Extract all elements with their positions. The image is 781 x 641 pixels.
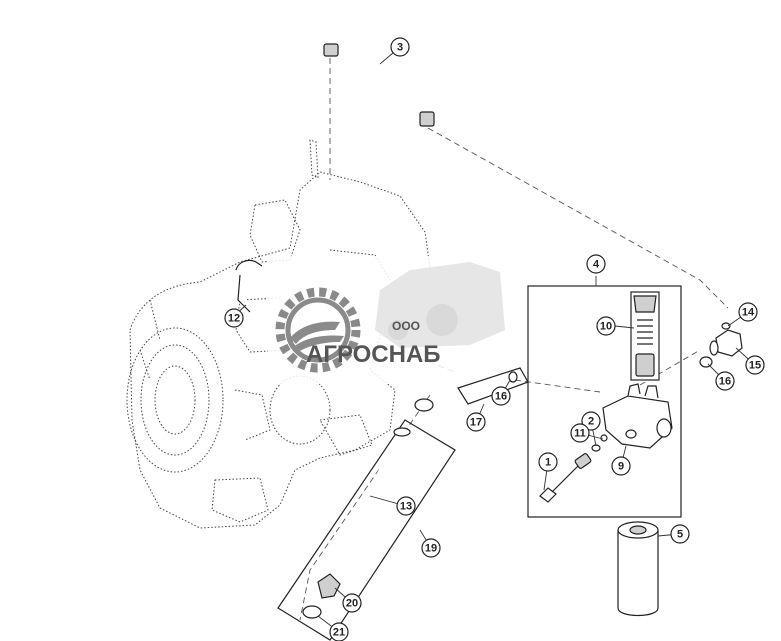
- filter-cartridge-part-5: [617, 521, 659, 617]
- watermark-small-text: ООО: [392, 319, 420, 333]
- callout-label: 20: [346, 598, 358, 610]
- callout-19: 19: [421, 538, 441, 558]
- dipstick-tube-box-19: [277, 398, 456, 641]
- filter-head-assembly-box: [527, 276, 682, 518]
- callout-3: 3: [390, 37, 410, 57]
- callout-label: 10: [600, 321, 612, 333]
- callout-label: 16: [719, 376, 731, 388]
- callout-label: 19: [425, 543, 437, 555]
- callout-label: 12: [228, 313, 240, 325]
- callout-circle: [745, 355, 765, 375]
- callout-label: 2: [588, 416, 594, 428]
- callout-circle: [538, 452, 558, 472]
- callout-16: 16: [491, 386, 511, 406]
- callout-21: 21: [329, 622, 349, 641]
- callout-circle: [224, 308, 244, 328]
- callout-label: 1: [545, 457, 551, 469]
- callout-circle: [611, 456, 631, 476]
- callout-circle: [586, 254, 606, 274]
- callout-label: 16: [495, 391, 507, 403]
- callout-14: 14: [738, 302, 758, 322]
- callout-11: 11: [570, 423, 590, 443]
- callout-circle: [570, 423, 590, 443]
- callout-10: 10: [596, 316, 616, 336]
- agrosnab-watermark: ООО АГРОСНАБ: [268, 256, 508, 384]
- callout-label: 11: [574, 428, 586, 440]
- callout-circle: [329, 622, 349, 641]
- callout-circle: [466, 412, 486, 432]
- hose-part-3: [323, 43, 435, 127]
- callout-circle: [491, 386, 511, 406]
- callout-17: 17: [466, 412, 486, 432]
- callout-5: 5: [670, 524, 690, 544]
- callout-label: 13: [400, 501, 412, 513]
- callout-circle: [421, 538, 441, 558]
- callout-label: 14: [742, 307, 755, 319]
- seal-kit-box-17: [457, 367, 529, 405]
- callout-label: 15: [749, 360, 761, 372]
- callout-label: 4: [593, 259, 600, 271]
- callout-circle: [715, 371, 735, 391]
- watermark-brand-text: АГРОСНАБ: [306, 341, 441, 368]
- callout-15: 15: [745, 355, 765, 375]
- callout-circle: [596, 316, 616, 336]
- elbow-fitting-parts: [699, 322, 743, 368]
- callout-label: 9: [618, 461, 624, 473]
- callout-label: 17: [470, 417, 482, 429]
- callout-circle: [670, 524, 690, 544]
- callout-13: 13: [396, 496, 416, 516]
- callout-20: 20: [342, 593, 362, 613]
- callout-circle: [396, 496, 416, 516]
- callout-label: 21: [333, 627, 345, 639]
- callout-1: 1: [538, 452, 558, 472]
- callout-circle: [738, 302, 758, 322]
- callout-circle: [342, 593, 362, 613]
- callout-4: 4: [586, 254, 606, 274]
- gear-logo-icon: [275, 287, 361, 373]
- callout-2: 2: [581, 411, 601, 431]
- callout-12: 12: [224, 308, 244, 328]
- callout-16: 16: [715, 371, 735, 391]
- callout-label: 5: [677, 529, 683, 541]
- callout-9: 9: [611, 456, 631, 476]
- callout-label: 3: [397, 42, 403, 54]
- callout-circle: [581, 411, 601, 431]
- callout-circle: [390, 37, 410, 57]
